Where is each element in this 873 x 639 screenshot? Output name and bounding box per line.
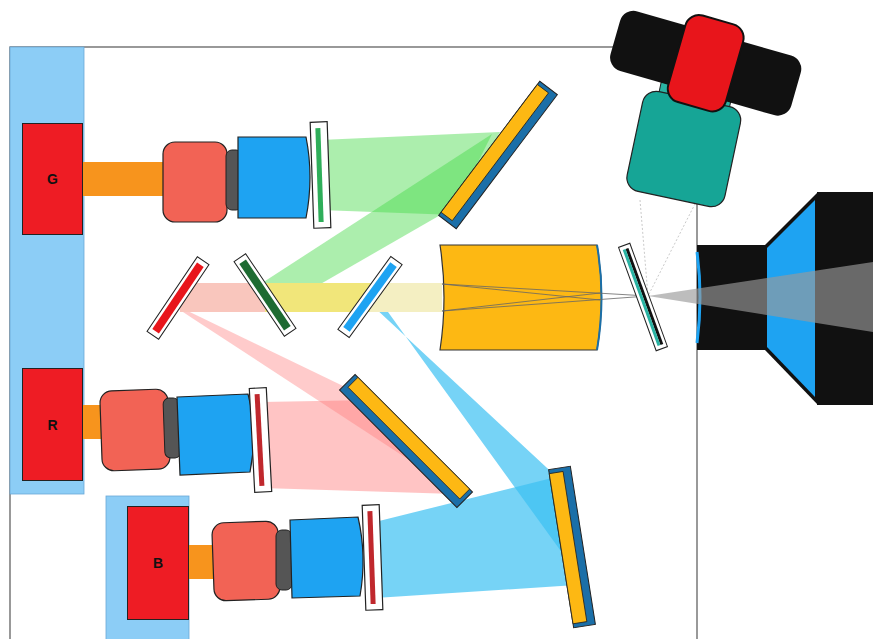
fold-mirror	[439, 81, 558, 228]
laser-head	[212, 521, 281, 601]
dichroic-mirror	[338, 256, 402, 337]
filter-holder	[362, 505, 383, 611]
filter-holder	[249, 388, 271, 493]
laser-head	[163, 142, 227, 222]
pickoff-mirror	[619, 243, 668, 350]
view-line	[640, 200, 697, 296]
filter-holder	[310, 122, 331, 229]
laser-source-box: R	[22, 368, 83, 481]
filter	[315, 128, 323, 222]
bench-frame	[10, 47, 697, 639]
fold-mirror	[340, 375, 473, 508]
source-label: R	[47, 417, 57, 433]
dichroic-mirror	[147, 257, 209, 339]
collimator	[238, 137, 310, 218]
dichroic-mirror	[234, 254, 296, 336]
mount-band	[106, 496, 189, 639]
ray	[442, 284, 648, 311]
laser-source-box: G	[22, 123, 83, 235]
source-label: G	[47, 171, 58, 187]
adapter-ring	[276, 530, 292, 590]
mount-band	[10, 47, 84, 494]
camera-body	[603, 0, 809, 132]
laser-head	[100, 389, 171, 471]
collimator	[177, 394, 254, 475]
filter	[255, 394, 265, 486]
mount-bar	[83, 162, 167, 196]
fold-mirror	[549, 466, 596, 627]
laser-source-box: B	[127, 506, 189, 620]
source-label: B	[153, 555, 163, 571]
output-beam	[648, 262, 873, 332]
filter	[367, 511, 375, 604]
lens-face	[597, 245, 602, 350]
collimator	[290, 517, 363, 598]
